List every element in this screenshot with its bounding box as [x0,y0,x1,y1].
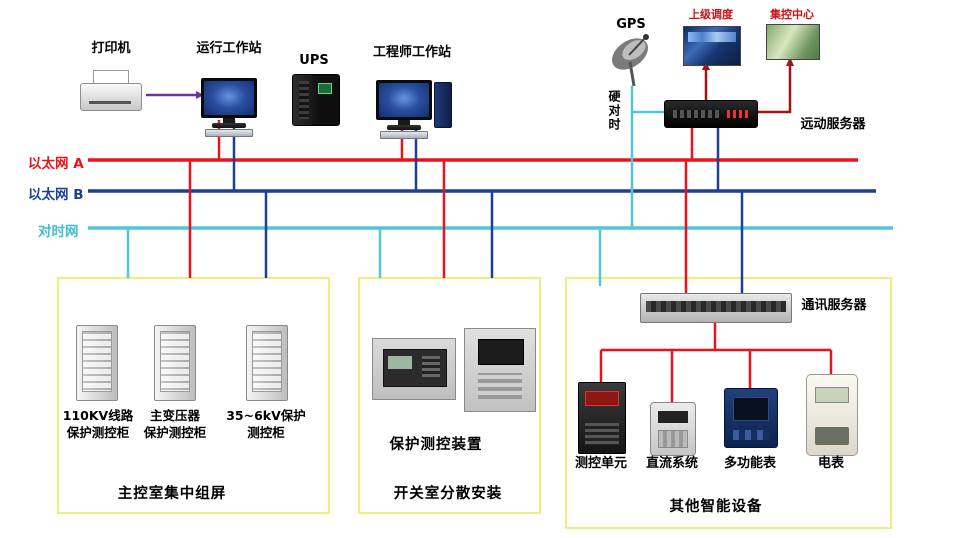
keyboard-icon [205,129,253,137]
operator-workstation-label: 运行工作站 [196,41,262,56]
meter-window [658,411,688,423]
server-ports [673,110,719,118]
engineer-tower-image [434,82,452,128]
gps-dish-icon [611,34,649,87]
upper-dispatch-label: 上级调度 [689,8,733,21]
monitor-neck [223,118,235,123]
hard-timesync-label: 硬对时 [607,90,621,132]
telemetry-server-label: 远动服务器 [800,117,866,132]
emeter-cover [815,427,849,445]
cabinet-transformer-image [154,325,196,401]
monitor-neck [398,120,410,125]
ethernet-b-label: 以太网 B [28,187,84,203]
comm-server-image [640,293,792,323]
protection-device-label: 保护测控装置 [389,437,483,453]
ups-label: UPS [299,53,329,68]
cabinet-35kv-label: 35~6kV保护 测控柜 [226,408,306,440]
control-center-label: 集控中心 [770,8,814,21]
multifunction-meter-image [724,388,778,448]
relay-keys [422,356,440,377]
printer-label: 打印机 [91,41,131,56]
upper-dispatch-image [683,26,741,66]
protection-device-image-2 [464,328,536,412]
energy-meter-image [806,374,858,456]
relay-screen [478,339,524,365]
comm-server-label: 通讯服务器 [801,298,867,313]
timesync-label: 对时网 [38,224,79,240]
cabinet-110kv-label: 110KV线路 保护测控柜 [62,408,134,440]
dc-system-label: 直流系统 [645,456,699,471]
ups-display [318,83,332,94]
multifunction-meter-label: 多功能表 [723,456,777,471]
cabinet-transformer-label: 主变压器 保护测控柜 [143,408,207,440]
protection-device-image-1 [372,338,456,400]
smart-devices-title: 其他智能设备 [669,499,763,515]
ethernet-a-label: 以太网 A [28,156,84,172]
cabinet-door [252,331,282,392]
printer-body [80,83,142,111]
engineer-workstation-image [376,80,432,139]
cabinet-door [82,331,112,392]
telemetry-server-image [664,100,758,128]
mfm-display [733,397,769,421]
engineer-workstation-label: 工程师工作站 [372,45,452,60]
printer-slot [89,101,131,104]
measurement-unit-label: 测控单元 [574,456,628,471]
main-control-room-title: 主控室集中组屏 [117,486,227,502]
gps-label: GPS [616,17,646,32]
ied-display [585,391,619,406]
cabinet-35kv-image [246,325,288,401]
control-center-image [766,24,820,60]
ied-keys [585,423,619,445]
relay-keypad [478,373,522,399]
keyboard-icon [380,131,428,139]
ups-image [292,74,340,126]
comm-server-front [646,301,786,312]
measurement-unit-image [578,382,626,454]
monitor-base [212,123,246,128]
server-leds [727,110,749,118]
emeter-lcd [815,387,849,403]
relay-lcd [388,356,412,369]
monitor-screen [201,78,257,118]
switch-room-title: 开关室分散安装 [393,486,503,502]
energy-meter-label: 电表 [817,456,845,471]
cabinet-110kv-image [76,325,118,401]
operator-workstation-image [201,78,257,137]
dispatch-screens [688,32,736,42]
ups-vents [299,81,309,119]
meter-body [658,430,688,448]
printer-image [80,70,142,116]
monitor-base [387,125,421,130]
dc-system-image [650,402,696,456]
mfm-keys [733,430,769,440]
monitor-screen [376,80,432,120]
cabinet-door [160,331,190,392]
